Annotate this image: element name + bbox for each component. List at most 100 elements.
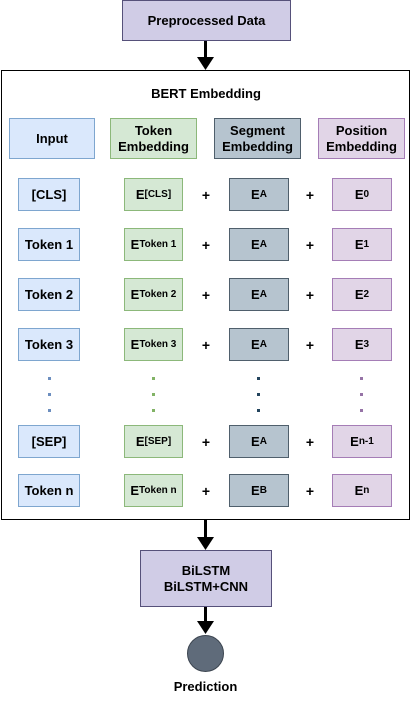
- token-embedding-cell-subscript: Token n: [139, 485, 177, 496]
- arrow-middle: [197, 519, 214, 550]
- segment-embedding-cell-base: E: [251, 337, 260, 352]
- bert-embedding-title: BERT Embedding: [151, 86, 261, 101]
- header-input-label: Input: [36, 130, 68, 146]
- segment-embedding-cell-base: E: [251, 483, 260, 498]
- input-ellipsis-dot: [48, 377, 51, 380]
- segment-embedding-cell-base: E: [251, 434, 260, 449]
- plus-sign: +: [305, 187, 315, 203]
- segment-embedding-cell-subscript: A: [259, 436, 267, 447]
- plus-sign: +: [201, 237, 211, 253]
- model-line2: BiLSTM+CNN: [163, 578, 249, 594]
- position-embedding-cell-base: E: [354, 187, 364, 202]
- preprocessed-data-box: Preprocessed Data: [122, 0, 291, 41]
- token-embedding-cell-base: E: [135, 434, 145, 449]
- header-input: Input: [9, 118, 95, 159]
- token-embedding-cell: E[CLS]: [124, 178, 183, 211]
- arrow-bottom: [197, 606, 214, 634]
- position-embedding-cell-base: E: [350, 434, 359, 449]
- position-ellipsis-dot: [360, 377, 363, 380]
- prediction-node: [187, 635, 224, 672]
- header-token-label: Token Embedding: [118, 122, 189, 154]
- segment-embedding-cell-subscript: A: [259, 339, 267, 350]
- plus-sign: +: [305, 434, 315, 450]
- token-embedding-cell-subscript: Token 3: [139, 339, 177, 350]
- input-cell-label: Token 1: [24, 237, 74, 252]
- plus-sign: +: [201, 187, 211, 203]
- position-embedding-cell-base: E: [354, 287, 364, 302]
- plus-sign: +: [201, 483, 211, 499]
- segment-embedding-cell-subscript: A: [259, 189, 267, 200]
- token-embedding-cell: E[SEP]: [124, 425, 183, 458]
- input-cell: [CLS]: [18, 178, 80, 211]
- input-cell-label: Token 3: [24, 337, 74, 352]
- plus-sign: +: [201, 337, 211, 353]
- input-ellipsis-dot: [48, 393, 51, 396]
- input-cell: Token 1: [18, 228, 80, 261]
- input-cell-label: Token 2: [24, 287, 74, 302]
- position-embedding-cell-subscript: 2: [363, 289, 370, 300]
- token-embedding-cell-subscript: [CLS]: [144, 189, 172, 200]
- position-embedding-cell-subscript: 1: [363, 239, 370, 250]
- token-embedding-cell-subscript: Token 1: [139, 239, 177, 250]
- input-cell: [SEP]: [18, 425, 80, 458]
- plus-sign: +: [201, 434, 211, 450]
- position-embedding-cell-subscript: n-1: [358, 436, 374, 447]
- position-embedding-cell-base: E: [354, 483, 364, 498]
- preprocessed-data-label: Preprocessed Data: [147, 12, 266, 28]
- arrow-top: [197, 41, 214, 70]
- token-ellipsis-dot: [152, 393, 155, 396]
- segment-embedding-cell-base: E: [251, 287, 260, 302]
- token-embedding-cell-base: E: [130, 337, 140, 352]
- segment-ellipsis-dot: [257, 393, 260, 396]
- segment-ellipsis-dot: [257, 377, 260, 380]
- input-cell: Token 3: [18, 328, 80, 361]
- header-segment-embedding: Segment Embedding: [214, 118, 301, 159]
- plus-sign: +: [305, 337, 315, 353]
- token-embedding-cell-subscript: Token 2: [139, 289, 177, 300]
- header-position-embedding: Position Embedding: [318, 118, 405, 159]
- segment-embedding-cell-base: E: [251, 187, 260, 202]
- model-box: BiLSTM BiLSTM+CNN: [140, 550, 272, 607]
- plus-sign: +: [305, 237, 315, 253]
- input-cell-label: [CLS]: [31, 187, 67, 202]
- prediction-label: Prediction: [173, 679, 238, 694]
- position-ellipsis-dot: [360, 409, 363, 412]
- plus-sign: +: [305, 483, 315, 499]
- model-line1: BiLSTM: [181, 562, 231, 578]
- token-ellipsis-dot: [152, 409, 155, 412]
- position-embedding-cell-base: E: [354, 237, 364, 252]
- position-embedding-cell-base: E: [354, 337, 364, 352]
- position-embedding-cell-subscript: 3: [363, 339, 370, 350]
- token-embedding-cell-base: E: [130, 287, 140, 302]
- input-cell-label: Token n: [24, 483, 74, 498]
- header-segment-label: Segment Embedding: [222, 122, 293, 154]
- token-ellipsis-dot: [152, 377, 155, 380]
- segment-ellipsis-dot: [257, 409, 260, 412]
- plus-sign: +: [201, 287, 211, 303]
- input-cell-label: [SEP]: [31, 434, 67, 449]
- segment-embedding-cell-base: E: [251, 237, 260, 252]
- token-embedding-cell-subscript: [SEP]: [144, 436, 172, 447]
- segment-embedding-cell-subscript: A: [259, 289, 267, 300]
- position-embedding-cell-subscript: 0: [363, 189, 370, 200]
- segment-embedding-cell-subscript: B: [259, 485, 267, 496]
- token-embedding-cell-base: E: [130, 237, 140, 252]
- plus-sign: +: [305, 287, 315, 303]
- header-token-embedding: Token Embedding: [110, 118, 197, 159]
- input-cell: Token n: [18, 474, 80, 507]
